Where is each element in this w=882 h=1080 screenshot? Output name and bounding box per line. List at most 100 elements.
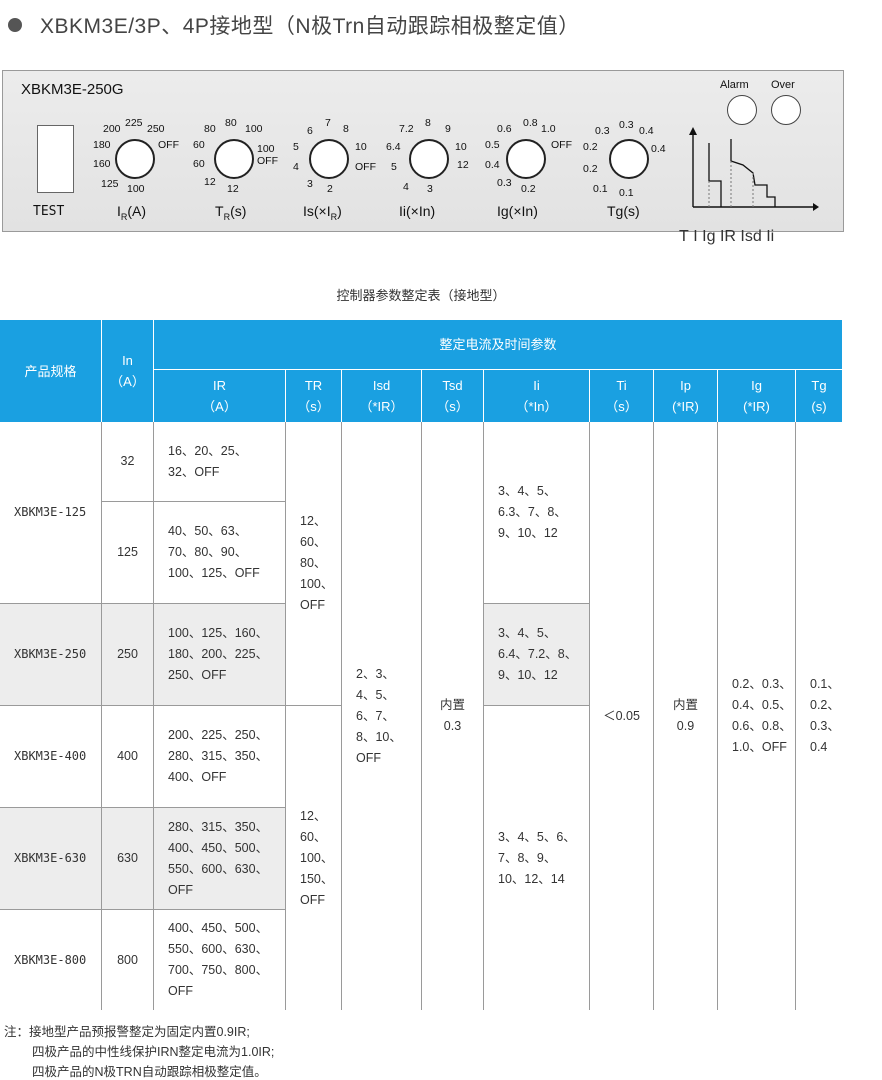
knob-tick: 0.4 [651,143,666,155]
knob-tick: 0.2 [521,183,536,195]
knob-tick: OFF [355,161,376,173]
curve-tick-label: Ii [766,228,775,245]
knob-tick: 0.4 [485,159,500,171]
header-col-ir: IR （A） [154,370,286,422]
footnote-line: 四极产品的N极TRN自动跟踪相极整定值。 [32,1065,267,1079]
ii-cell: 3、4、5、 6.4、7.2、8、 9、10、12 [484,604,590,706]
knob-tick: 0.6 [497,123,512,135]
knob-tick: 7.2 [399,123,414,135]
header-col-isd: Isd （*IR） [342,370,422,422]
ir-cell: 400、450、500、 550、600、630、 700、750、800、 O… [154,910,286,1010]
knob-tick: 0.1 [619,187,634,199]
ir-cell: 280、315、350、 400、450、500、 550、600、630、 O… [154,808,286,910]
header-col-ip: Ip (*IR) [654,370,718,422]
panel-model: XBKM3E-250G [21,81,124,98]
knob-tick: 160 [93,158,111,170]
in-cell: 400 [102,706,154,808]
knob-tick: 4 [293,161,299,173]
knob-tick: 60 [193,139,205,151]
knob-tick: 0.3 [619,119,634,131]
heading-text: XBKM3E/3P、4P接地型（N极Trn自动跟踪相极整定值） [40,15,580,38]
knob-tick: 100 [245,123,263,135]
spec-cell: XBKM3E-630 [0,808,102,910]
knob-tick: 6.4 [386,141,401,153]
header-col-tr: TR （s） [286,370,342,422]
ip-cell: 内置 0.9 [654,422,718,1010]
tr-cell: 12、 60、 80、 100、 OFF [286,422,342,706]
knob-label: TR(s) [215,203,247,222]
tg-knob [609,139,649,179]
tr-cell: 12、 60、 100、 150、 OFF [286,706,342,1010]
knob-tick: 100 [127,183,145,195]
test-button [37,125,74,193]
footnote: 注：接地型产品预报警整定为固定内置0.9IR; 四极产品的中性线保护IRN整定电… [4,1022,274,1080]
knob-tick: 2 [327,183,333,195]
curve-tick-label: IR [719,228,736,245]
knob-tick: 0.1 [593,183,608,195]
alarm-lamp [727,95,757,125]
knob-label: Ig(×In) [497,203,538,219]
trip-curve-svg [689,127,819,211]
isd-cell: 2、3、 4、5、 6、7、 8、10、 OFF [342,422,422,1010]
knob-tick: 12 [204,176,216,188]
knob-tick: 60 [193,158,205,170]
knob-label: Is(×IR) [303,203,342,222]
controller-panel: XBKM3E-250G TEST 200 225 250 180 OFF 160… [2,70,844,245]
knob-tick: 10 [355,141,367,153]
footnote-line: 注：接地型产品预报警整定为固定内置0.9IR; [4,1025,250,1039]
over-lamp [771,95,801,125]
bullet-icon [8,18,22,32]
knob-tick: 12 [227,183,239,195]
knob-tick: OFF [551,139,572,151]
knob-label: Ii(×In) [399,203,436,219]
spec-cell: XBKM3E-800 [0,910,102,1010]
in-cell: 250 [102,604,154,706]
knob-tick: 100 [257,143,275,155]
alarm-label: Alarm [720,79,749,91]
is-knob [309,139,349,179]
parameter-table: 产品规格 In （A） 整定电流及时间参数 IR （A） TR （s） Isd … [0,320,842,1010]
knob-tick: 1.0 [541,123,556,135]
spec-cell: XBKM3E-400 [0,706,102,808]
knob-tick: 80 [204,123,216,135]
knob-tick: 8 [425,117,431,129]
knob-tick: 0.2 [583,141,598,153]
knob-tick: 0.8 [523,117,538,129]
trip-curve-diagram: T I Ig IR Isd Ii [679,123,819,245]
ii-cell: 3、4、5、6、 7、8、9、 10、12、14 [484,706,590,1010]
knob-tick: 5 [391,161,397,173]
header-col-ii: Ii （*In） [484,370,590,422]
section-heading: XBKM3E/3P、4P接地型（N极Trn自动跟踪相极整定值） [8,10,580,40]
knob-label: IR(A) [117,203,147,222]
header-group: 整定电流及时间参数 [154,320,842,370]
header-col-ti: Ti （s） [590,370,654,422]
knob-tick: 250 [147,123,165,135]
curve-tick-label: Ig [702,228,716,245]
knob-tick: 5 [293,141,299,153]
knob-tick: 0.3 [595,125,610,137]
knob-tick: 3 [427,183,433,195]
tr-knob [214,139,254,179]
ii-knob [409,139,449,179]
footnote-line: 四极产品的中性线保护IRN整定电流为1.0IR; [32,1045,275,1059]
knob-label: Tg(s) [607,203,640,219]
knob-tick: 9 [445,123,451,135]
knob-tick: 12 [457,159,469,171]
curve-tick-label: Isd [740,228,762,245]
spec-cell: XBKM3E-125 [0,422,102,604]
in-cell: 32 [102,422,154,502]
ti-cell: ＜0.05 [590,422,654,1010]
knob-tick: 3 [307,178,313,190]
knob-tick: 6 [307,125,313,137]
knob-tick: OFF [158,139,179,151]
header-col-tsd: Tsd （s） [422,370,484,422]
ir-cell: 100、125、160、 180、200、225、 250、OFF [154,604,286,706]
header-col-ig: Ig (*IR) [718,370,796,422]
over-label: Over [771,79,795,91]
knob-tick: 10 [455,141,467,153]
ir-knob [115,139,155,179]
knob-tick: 180 [93,139,111,151]
tsd-cell: 内置 0.3 [422,422,484,1010]
ir-cell: 40、50、63、 70、80、90、 100、125、OFF [154,502,286,604]
knob-tick: 0.2 [583,163,598,175]
